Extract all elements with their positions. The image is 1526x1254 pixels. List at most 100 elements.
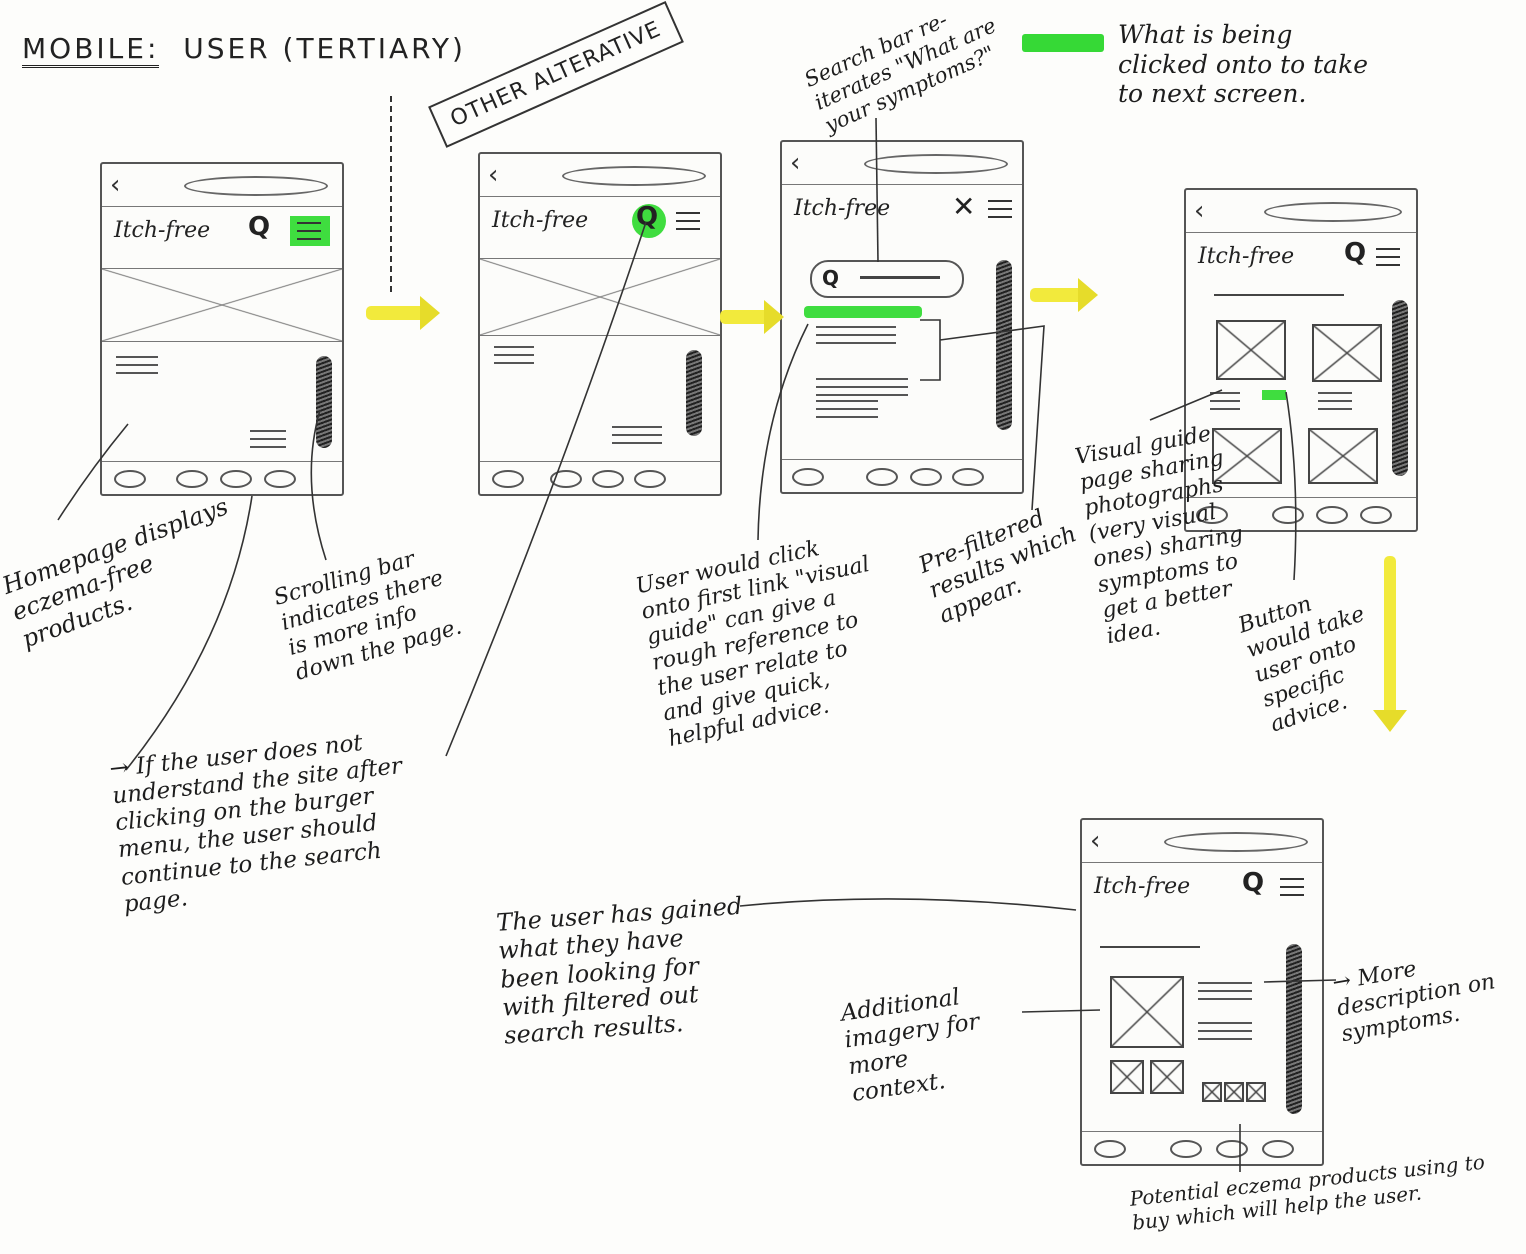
- caption-lines: [1210, 392, 1240, 412]
- scrollbar[interactable]: [1286, 944, 1302, 1114]
- burger-menu-icon[interactable]: [1376, 248, 1400, 266]
- nav-arrows-icon[interactable]: [114, 470, 146, 488]
- nav-dot[interactable]: [1272, 506, 1304, 524]
- scrollbar[interactable]: [686, 350, 702, 436]
- back-icon[interactable]: ‹: [488, 160, 499, 190]
- result-text[interactable]: [816, 326, 896, 346]
- search-icon: Q: [822, 266, 840, 290]
- back-icon[interactable]: ‹: [110, 170, 121, 200]
- flow-arrow: [720, 300, 784, 334]
- burger-menu-icon[interactable]: [988, 200, 1012, 218]
- brand-logo: Itch-free: [492, 208, 589, 233]
- page-title: MOBILE: USER (TERTIARY): [22, 32, 466, 68]
- nav-arrows-icon[interactable]: [1094, 1140, 1126, 1158]
- phone-homepage: ‹ Itch-free Q: [100, 162, 344, 496]
- note-user-click: User would click onto first link "visual…: [633, 536, 872, 752]
- thumbnail-image[interactable]: [1150, 1060, 1184, 1094]
- nav-dot[interactable]: [1216, 1140, 1248, 1158]
- result-text[interactable]: [816, 378, 908, 398]
- hero-image: [102, 268, 342, 342]
- bottom-nav: [782, 459, 1022, 492]
- search-placeholder-line: [860, 276, 940, 279]
- note-more-description: → More description on symptoms.: [1330, 956, 1498, 1048]
- back-icon[interactable]: ‹: [790, 148, 801, 178]
- address-bar[interactable]: [561, 166, 706, 186]
- close-icon[interactable]: ✕: [952, 190, 976, 223]
- product-thumb[interactable]: [1246, 1082, 1266, 1102]
- nav-dot[interactable]: [634, 470, 666, 488]
- nav-arrows-icon[interactable]: [492, 470, 524, 488]
- nav-dot[interactable]: [1170, 1140, 1202, 1158]
- note-gained: The user has gained what they have been …: [495, 891, 744, 1050]
- address-bar[interactable]: [1264, 202, 1403, 222]
- address-bar[interactable]: [183, 176, 328, 196]
- nav-dot[interactable]: [952, 468, 984, 486]
- back-icon[interactable]: ‹: [1194, 196, 1205, 226]
- other-alternative-label: OTHER ALTERATIVE: [428, 1, 684, 148]
- alternative-divider: [390, 96, 392, 292]
- search-icon[interactable]: Q: [248, 212, 271, 242]
- symptom-photo[interactable]: [1212, 428, 1282, 484]
- back-icon[interactable]: ‹: [1090, 826, 1101, 856]
- thumbnail-image[interactable]: [1110, 1060, 1144, 1094]
- heading-line: [1214, 294, 1344, 296]
- phone-product-detail: ‹ Itch-free Q: [1080, 818, 1324, 1166]
- product-thumb[interactable]: [1224, 1082, 1244, 1102]
- scrollbar[interactable]: [316, 356, 332, 448]
- text-lines: [250, 430, 286, 450]
- scrollbar[interactable]: [996, 260, 1012, 430]
- flow-arrow: [1030, 278, 1098, 312]
- legend-text: What is being clicked onto to take to ne…: [1118, 20, 1369, 108]
- nav-dot[interactable]: [550, 470, 582, 488]
- search-icon[interactable]: Q: [1242, 868, 1265, 898]
- brand-logo: Itch-free: [1198, 244, 1295, 269]
- phone-search-alt: ‹ Itch-free Q: [478, 152, 722, 496]
- nav-dot[interactable]: [866, 468, 898, 486]
- nav-dot[interactable]: [176, 470, 208, 488]
- description-lines: [1198, 1022, 1252, 1042]
- bottom-nav: [102, 461, 342, 494]
- burger-menu-icon[interactable]: [676, 212, 700, 230]
- button-highlight[interactable]: [1262, 390, 1286, 400]
- hero-image: [480, 258, 720, 336]
- note-burger: → If the user does not understand the si…: [108, 730, 404, 918]
- symptom-photo[interactable]: [1312, 324, 1382, 382]
- symptom-photo[interactable]: [1216, 320, 1286, 380]
- search-input[interactable]: Q: [810, 260, 964, 298]
- phone-search-results: ‹ Itch-free ✕ Q: [780, 140, 1024, 494]
- flow-arrow-down: [1373, 556, 1407, 732]
- visual-guide-link-highlight: [804, 306, 922, 318]
- nav-arrows-icon[interactable]: [792, 468, 824, 486]
- nav-dot[interactable]: [910, 468, 942, 486]
- connector-gained: [739, 898, 1077, 911]
- address-bar[interactable]: [863, 154, 1008, 174]
- text-lines: [116, 356, 158, 376]
- note-prefiltered: Pre-filtered results which appear.: [915, 504, 1081, 630]
- symptom-photo[interactable]: [1308, 428, 1378, 484]
- bottom-nav: [1082, 1131, 1322, 1164]
- product-image[interactable]: [1110, 976, 1184, 1048]
- scrollbar[interactable]: [1392, 300, 1408, 476]
- address-bar[interactable]: [1163, 832, 1308, 852]
- nav-dot[interactable]: [1262, 1140, 1294, 1158]
- description-lines: [1198, 982, 1252, 1002]
- burger-menu-icon[interactable]: [297, 222, 321, 240]
- nav-dot[interactable]: [1316, 506, 1348, 524]
- brand-logo: Itch-free: [794, 196, 891, 221]
- result-text[interactable]: [816, 400, 878, 420]
- search-icon[interactable]: Q: [636, 202, 659, 232]
- nav-dot[interactable]: [264, 470, 296, 488]
- nav-arrows-icon[interactable]: [1196, 506, 1228, 524]
- highlight-legend-swatch: [1022, 34, 1104, 52]
- note-homepage: Homepage displays eczema-free products.: [0, 492, 232, 654]
- nav-dot[interactable]: [592, 470, 624, 488]
- brand-logo: Itch-free: [1094, 874, 1191, 899]
- search-icon[interactable]: Q: [1344, 238, 1367, 268]
- nav-dot[interactable]: [220, 470, 252, 488]
- product-thumb[interactable]: [1202, 1082, 1222, 1102]
- note-imagery: Additional imagery for more context.: [839, 984, 982, 1108]
- burger-menu-icon[interactable]: [1280, 878, 1304, 896]
- nav-dot[interactable]: [1360, 506, 1392, 524]
- note-scrolling: Scrolling bar indicates there is more in…: [271, 546, 465, 686]
- heading-line: [1100, 946, 1200, 948]
